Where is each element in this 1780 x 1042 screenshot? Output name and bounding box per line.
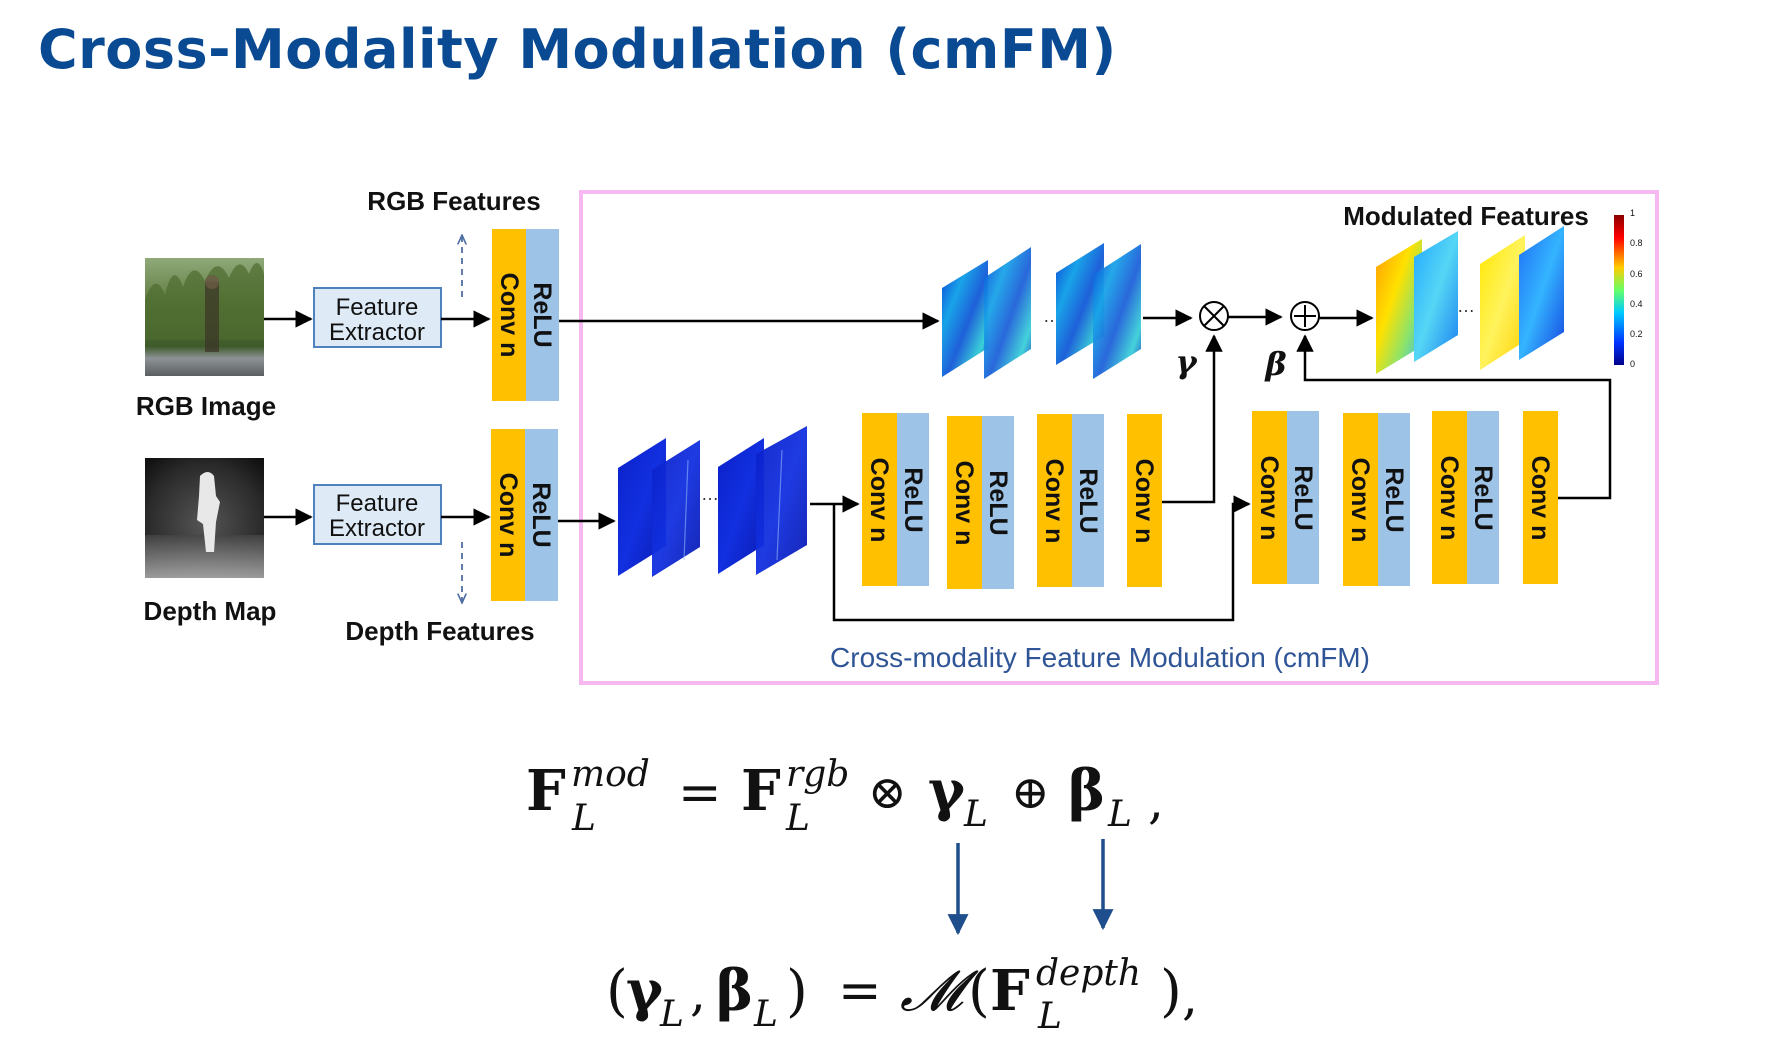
svg-text:Conv n: Conv n <box>1346 458 1374 543</box>
gamma-branch-block-1: Conv n ReLU <box>862 413 929 586</box>
gamma-branch-block-3: Conv n ReLU <box>1037 414 1104 587</box>
depth-map-image <box>145 458 264 578</box>
arrow-beta-to-add <box>1296 334 1612 500</box>
beta-branch-block-2: Conv n ReLU <box>1343 413 1410 586</box>
svg-text:ReLU: ReLU <box>1380 467 1408 532</box>
svg-text:Feature: Feature <box>336 294 419 321</box>
svg-text:(: ( <box>606 959 628 1024</box>
svg-text:Conv n: Conv n <box>1255 456 1283 541</box>
svg-text:0.2: 0.2 <box>1630 329 1643 339</box>
svg-text:1: 1 <box>1630 208 1635 218</box>
svg-text:Conv n: Conv n <box>495 273 523 358</box>
modulated-features-label: Modulated Features <box>1343 201 1589 231</box>
svg-text:(: ( <box>968 959 990 1024</box>
svg-text:0.4: 0.4 <box>1630 299 1643 309</box>
svg-text:L: L <box>785 798 810 839</box>
svg-text:0.8: 0.8 <box>1630 238 1643 248</box>
rgb-image-label: RGB Image <box>136 391 276 421</box>
multiply-operator <box>1199 301 1229 331</box>
cmfm-caption: Cross-modality Feature Modulation (cmFM) <box>830 642 1370 673</box>
svg-text:0: 0 <box>1630 359 1635 369</box>
svg-text:F: F <box>741 758 781 824</box>
modulated-feature-maps: … <box>1376 226 1564 374</box>
page-title: Cross-Modality Modulation (cmFM) <box>38 18 1117 81</box>
gamma-branch-conv-final: Conv n <box>1127 414 1162 587</box>
svg-text:Extractor: Extractor <box>329 515 425 542</box>
svg-text:mod: mod <box>571 754 650 795</box>
svg-text:…: … <box>1457 296 1475 316</box>
svg-text:⊗: ⊗ <box>868 765 907 819</box>
cmfm-module-border <box>579 190 1659 685</box>
beta-branch-block-1: Conv n ReLU <box>1252 411 1319 584</box>
svg-text:): ) <box>1160 959 1182 1024</box>
beta-branch-block-3: Conv n ReLU <box>1432 411 1499 584</box>
beta-branch-conv-final: Conv n <box>1523 411 1558 584</box>
svg-text:,: , <box>1148 772 1164 830</box>
svg-text:…: … <box>701 484 719 504</box>
svg-text:ReLU: ReLU <box>528 282 556 347</box>
svg-text:F: F <box>990 958 1030 1024</box>
rgb-feature-extractor: Feature Extractor <box>313 287 442 348</box>
svg-text:Feature: Feature <box>336 490 419 517</box>
svg-text:L: L <box>1037 996 1062 1037</box>
svg-text:ReLU: ReLU <box>1074 468 1102 533</box>
beta-label: β <box>1264 345 1286 383</box>
svg-text:): ) <box>786 959 808 1024</box>
arrow-gamma-to-multiply <box>1162 334 1223 504</box>
svg-text:0.6: 0.6 <box>1630 269 1643 279</box>
equation-mapping: ( γ L , β L ) = 𝓜 ( F depth L ) , <box>606 953 1198 1037</box>
rgb-image <box>145 258 264 376</box>
svg-text:β: β <box>716 958 753 1024</box>
equation-modulation: F mod L = F rgb L ⊗ γ L ⊕ β L , <box>526 754 1164 839</box>
svg-text:depth: depth <box>1036 953 1141 994</box>
depth-map-label: Depth Map <box>144 596 277 626</box>
arrow-depth-to-beta-branch <box>832 495 1251 622</box>
svg-text:⊕: ⊕ <box>1011 765 1050 819</box>
svg-text:Conv n: Conv n <box>865 458 893 543</box>
colorbar: 1 0.8 0.6 0.4 0.2 0 <box>1614 208 1643 369</box>
svg-text:β: β <box>1068 758 1105 824</box>
svg-text:F: F <box>526 758 566 824</box>
svg-text:Conv n: Conv n <box>1526 456 1554 541</box>
gamma-branch-block-2: Conv n ReLU <box>947 416 1014 589</box>
svg-text:ReLU: ReLU <box>1289 465 1317 530</box>
gamma-label: γ <box>1175 343 1198 381</box>
svg-text:L: L <box>963 794 988 835</box>
svg-text:ReLU: ReLU <box>527 482 555 547</box>
svg-text:Conv n: Conv n <box>494 473 522 558</box>
svg-text:Conv n: Conv n <box>1435 456 1463 541</box>
svg-text:,: , <box>690 964 706 1022</box>
depth-conv-relu-block: Conv n ReLU <box>491 429 558 601</box>
add-operator <box>1290 301 1320 331</box>
svg-text:Extractor: Extractor <box>329 319 425 346</box>
svg-text:Conv n: Conv n <box>1040 459 1068 544</box>
svg-text:γ: γ <box>626 958 664 1024</box>
svg-text:ReLU: ReLU <box>899 467 927 532</box>
rgb-conv-relu-block: Conv n ReLU <box>492 229 559 401</box>
rgb-feature-maps: … <box>942 243 1141 379</box>
svg-text:L: L <box>753 994 778 1035</box>
depth-feature-extractor: Feature Extractor <box>313 484 442 545</box>
svg-text:rgb: rgb <box>786 754 849 795</box>
svg-text:L: L <box>1107 794 1132 835</box>
svg-text:γ: γ <box>928 758 966 824</box>
svg-text:Conv n: Conv n <box>1130 459 1158 544</box>
svg-text:=: = <box>838 961 882 1021</box>
svg-text:ReLU: ReLU <box>1469 465 1497 530</box>
rgb-features-label: RGB Features <box>367 186 540 216</box>
svg-text:Conv n: Conv n <box>950 461 978 546</box>
depth-feature-maps: … <box>618 426 807 577</box>
svg-text:L: L <box>571 798 596 839</box>
svg-text:=: = <box>678 763 722 823</box>
svg-text:,: , <box>1182 968 1198 1026</box>
svg-text:L: L <box>659 994 684 1035</box>
depth-features-label: Depth Features <box>345 616 534 646</box>
svg-text:ReLU: ReLU <box>984 470 1012 535</box>
